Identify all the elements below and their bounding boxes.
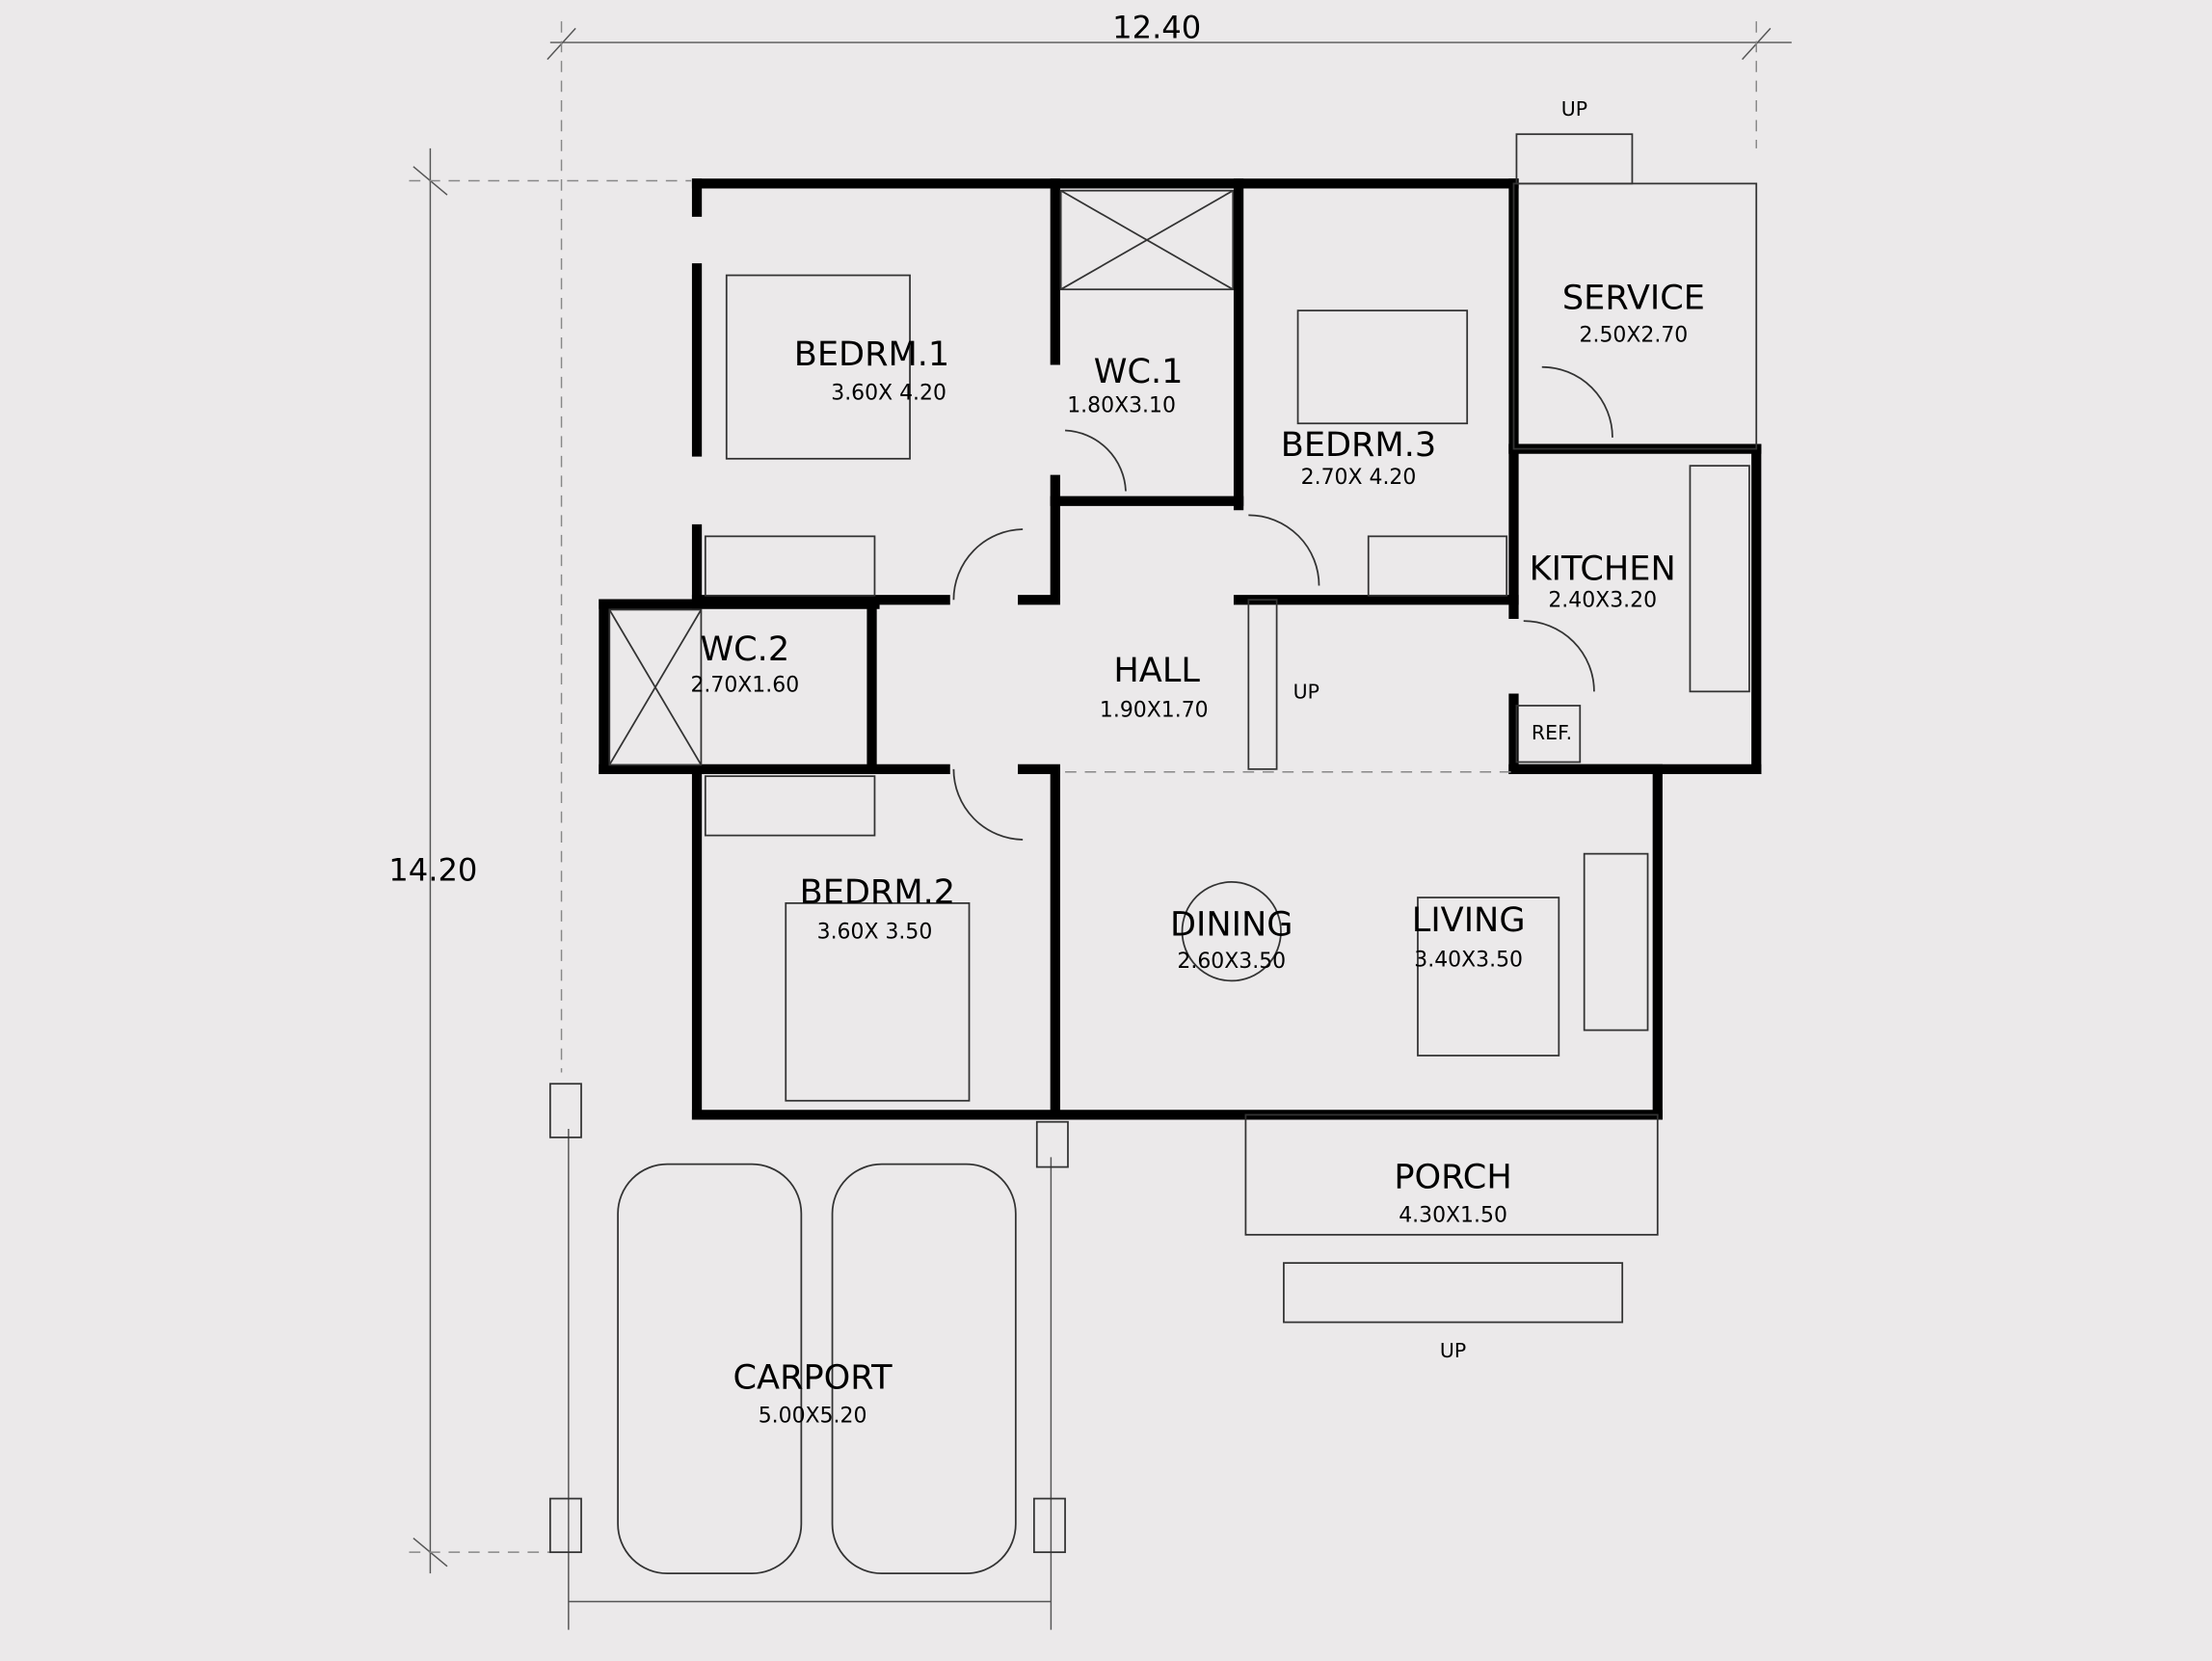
room-size-hall: 1.90X1.70	[1100, 699, 1209, 723]
room-size-bedrm3: 2.70X 4.20	[1301, 466, 1417, 490]
room-name-bedrm2: BEDRM.2	[800, 872, 956, 912]
room-name-kitchen: KITCHEN	[1530, 549, 1676, 589]
room-name-living: LIVING	[1412, 900, 1526, 940]
room-size-kitchen: 2.40X3.20	[1548, 589, 1657, 613]
room-name-hall: HALL	[1113, 651, 1200, 690]
stair-up-hall: UP	[1293, 681, 1319, 704]
stair-up-service: UP	[1561, 97, 1587, 121]
room-size-service: 2.50X2.70	[1580, 323, 1689, 347]
room-size-wc2: 2.70X1.60	[690, 673, 799, 697]
room-size-porch: 4.30X1.50	[1399, 1204, 1507, 1228]
room-size-carport: 5.00X5.20	[759, 1405, 867, 1429]
fixtures	[548, 133, 1758, 1574]
room-name-wc2: WC.2	[700, 630, 789, 669]
width-dimension: 12.40	[1112, 10, 1201, 46]
depth-dimension: 14.20	[388, 851, 477, 888]
room-size-bedrm2: 3.60X 3.50	[817, 920, 933, 944]
stair-up-porch: UP	[1440, 1339, 1466, 1362]
room-name-bedrm1: BEDRM.1	[794, 335, 950, 374]
room-name-carport: CARPORT	[733, 1357, 893, 1397]
room-size-dining: 2.60X3.50	[1177, 950, 1286, 974]
dimension-lines	[409, 21, 1792, 1630]
room-name-dining: DINING	[1170, 905, 1293, 945]
room-name-service: SERVICE	[1562, 279, 1705, 318]
refrigerator-label: REF.	[1532, 721, 1572, 744]
room-name-bedrm3: BEDRM.3	[1281, 425, 1437, 465]
room-size-bedrm1: 3.60X 4.20	[831, 381, 946, 405]
room-size-living: 3.40X3.50	[1414, 949, 1523, 973]
room-name-porch: PORCH	[1394, 1158, 1511, 1197]
room-size-wc1: 1.80X3.10	[1067, 394, 1176, 418]
room-name-wc1: WC.1	[1094, 352, 1184, 391]
